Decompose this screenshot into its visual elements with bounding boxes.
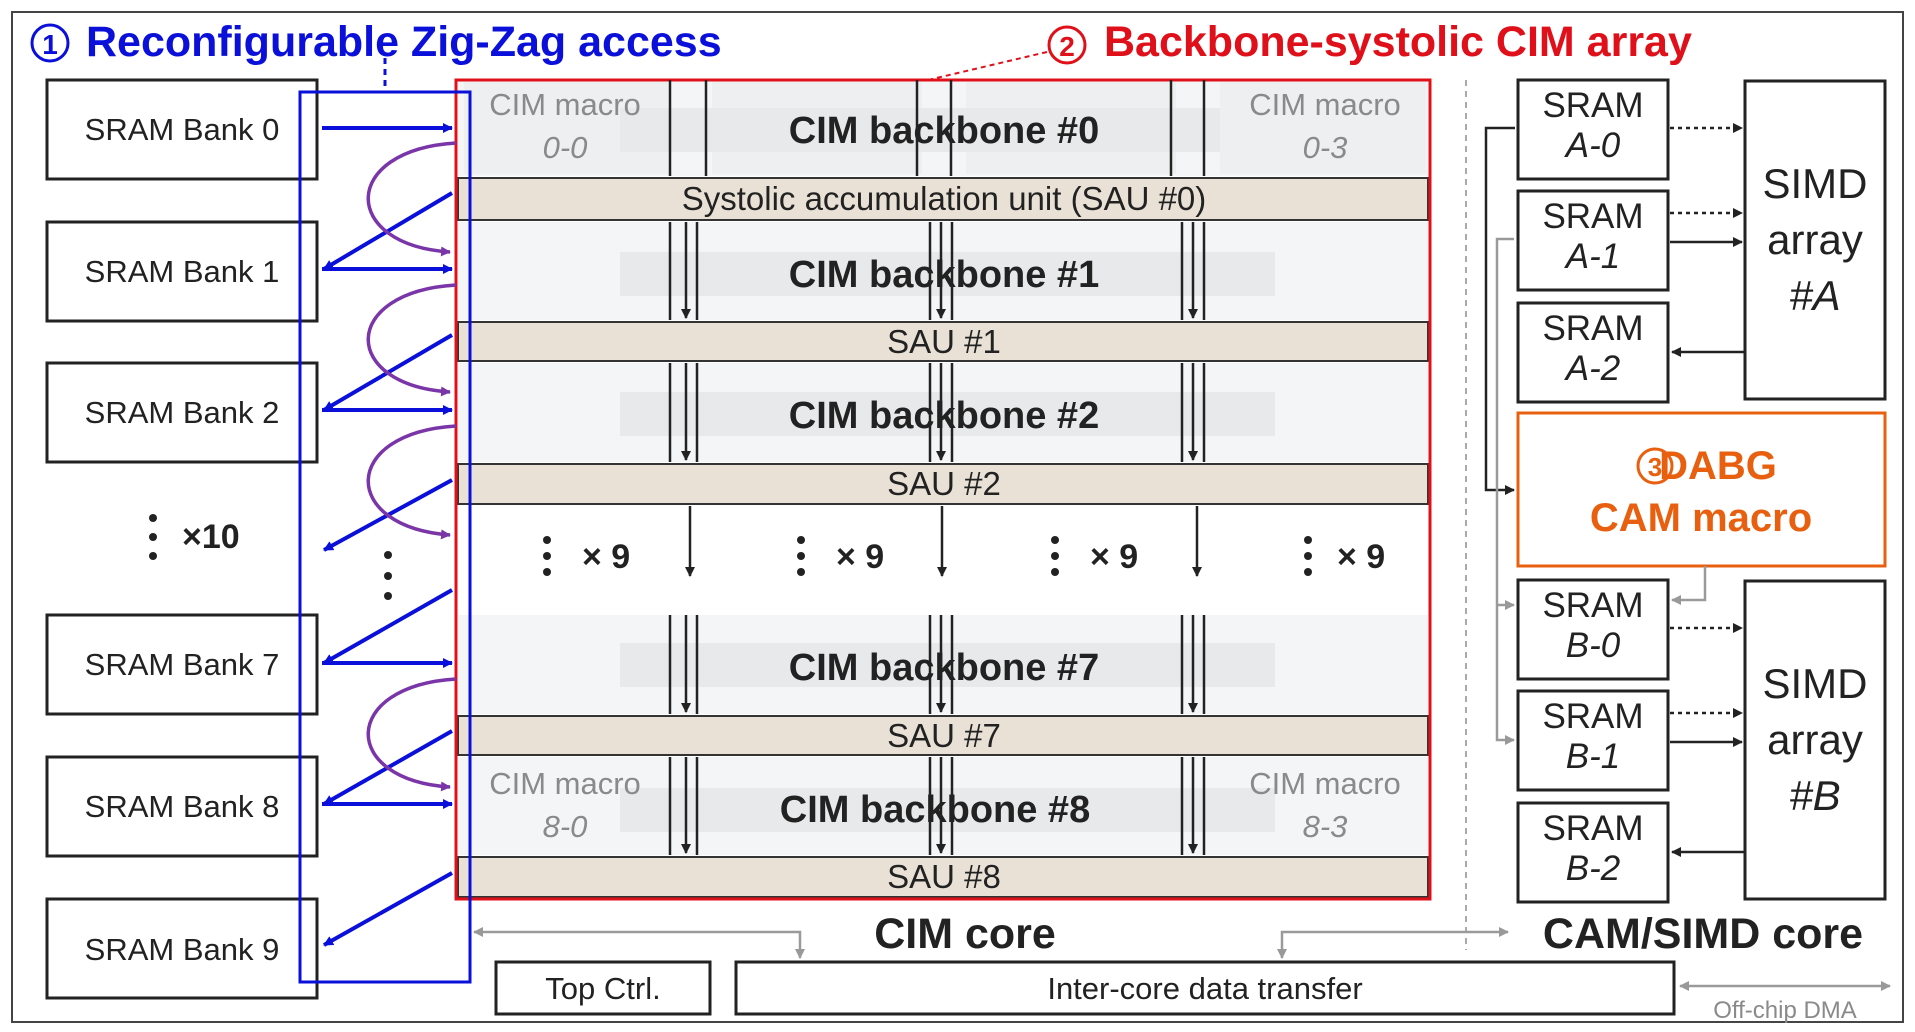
repeat-label-4: × 9 [1337, 538, 1385, 576]
systolic-number: 2 [1059, 31, 1075, 62]
sram-a-0-id: A-0 [1564, 126, 1621, 165]
sram-a-2-id: A-2 [1564, 349, 1620, 388]
zigzag-box [298, 90, 472, 984]
macro-id-8-0: 8-0 [543, 809, 588, 844]
simd-connections [1484, 123, 1745, 857]
sram-bank-0 [45, 78, 319, 181]
systolic-heading: 2 Backbone-systolic CIM array [1047, 18, 1692, 66]
macro-id-0-3: 0-3 [1303, 130, 1348, 165]
bottom-connections [473, 927, 1891, 991]
dabg-number: 3 [1648, 452, 1662, 482]
cam-simd-core-label: CAM/SIMD core [1543, 910, 1863, 958]
sram-bank-8 [45, 755, 319, 858]
macro-label-0-0: CIM macro [489, 87, 641, 122]
sram-b-1-id: B-1 [1566, 737, 1620, 776]
cim-backbone-labels: CIM backbone #0 CIM backbone #1 CIM back… [780, 110, 1099, 831]
macro-label-0-3: CIM macro [1249, 87, 1401, 122]
sram-b-0-title: SRAM [1542, 586, 1643, 625]
dabg-cam-box [1516, 411, 1887, 568]
outer-frame [11, 11, 1904, 1023]
sram-bank-0-label: SRAM Bank 0 [85, 112, 280, 147]
sram-b-2 [1516, 801, 1670, 904]
backbone-2-label: CIM backbone #2 [789, 395, 1099, 437]
zigzag-title: Reconfigurable Zig-Zag access [86, 18, 722, 66]
sram-a-1-title: SRAM [1542, 197, 1643, 236]
sram-b-1-title: SRAM [1542, 697, 1643, 736]
sram-a-2 [1516, 301, 1670, 404]
sau-7-label: SAU #7 [887, 717, 1001, 754]
backbone-1-label: CIM backbone #1 [789, 254, 1099, 296]
bank-repeat-label: ×10 [182, 518, 240, 556]
sram-bank-9-label: SRAM Bank 9 [85, 932, 280, 967]
sau-2-label: SAU #2 [887, 465, 1001, 502]
sram-a-0-title: SRAM [1542, 86, 1643, 125]
inter-core-label: Inter-core data transfer [1047, 971, 1362, 1006]
zigzag-number: 1 [42, 29, 58, 60]
macro-label-8-3: CIM macro [1249, 766, 1401, 801]
zigzag-heading: 1 Reconfigurable Zig-Zag access [30, 18, 722, 66]
simd-array-labels: SIMD array #A SIMD array #B [1763, 160, 1868, 819]
backbone-7-label: CIM backbone #7 [789, 647, 1099, 689]
sau-8-label: SAU #8 [887, 858, 1001, 895]
repeat-label-1: × 9 [582, 538, 630, 576]
inter-core-box [734, 960, 1676, 1016]
macro-label-8-0: CIM macro [489, 766, 641, 801]
top-ctrl-label: Top Ctrl. [545, 971, 660, 1006]
repeat-label-2: × 9 [836, 538, 884, 576]
sram-bank-9 [45, 897, 319, 1000]
sram-b-2-id: B-2 [1566, 849, 1620, 888]
dabg-line1: DABG [1659, 444, 1777, 488]
simd-b-word1: SIMD [1763, 660, 1868, 707]
sram-b-0 [1516, 578, 1670, 681]
sram-bank-1 [45, 220, 319, 323]
zigzag-arcs [366, 141, 457, 792]
sram-a-1 [1516, 189, 1670, 292]
backbone-8-label: CIM backbone #8 [780, 789, 1090, 831]
sram-labels: SRAM A-0 SRAM A-1 SRAM A-2 SRAM B-0 SRAM… [1542, 86, 1643, 888]
simd-a-id: #A [1789, 272, 1840, 319]
sram-a-group [1516, 78, 1887, 404]
sram-banks: SRAM Bank 0 SRAM Bank 1 SRAM Bank 2 SRAM… [45, 78, 392, 1000]
simd-array-a [1743, 79, 1887, 401]
macro-id-8-3: 8-3 [1303, 809, 1348, 844]
cim-array [454, 78, 1432, 901]
top-ctrl-box [494, 960, 712, 1016]
sram-bank-7 [45, 613, 319, 716]
sram-b-group [1516, 578, 1887, 904]
systolic-title: Backbone-systolic CIM array [1104, 18, 1692, 66]
repeat-markers: × 9 × 9 × 9 × 9 [543, 536, 1385, 576]
sau-0-label: Systolic accumulation unit (SAU #0) [682, 180, 1207, 217]
sau-1-label: SAU #1 [887, 323, 1001, 360]
simd-array-b [1743, 579, 1887, 901]
sram-bank-2 [45, 361, 319, 464]
sram-bank-2-label: SRAM Bank 2 [85, 395, 280, 430]
backbone-0-label: CIM backbone #0 [789, 110, 1099, 152]
simd-b-word2: array [1767, 716, 1863, 763]
sram-a-2-title: SRAM [1542, 309, 1643, 348]
dabg-outputs [1495, 237, 1707, 745]
cim-core-label: CIM core [874, 910, 1056, 958]
cim-macro-labels: CIM macro 0-0 CIM macro 0-3 CIM macro 8-… [489, 87, 1401, 844]
sram-b-2-title: SRAM [1542, 809, 1643, 848]
off-chip-dma-label: Off-chip DMA [1713, 997, 1857, 1024]
sram-a-0 [1516, 78, 1670, 181]
simd-b-id: #B [1789, 772, 1840, 819]
sau-labels: Systolic accumulation unit (SAU #0) SAU … [682, 180, 1207, 895]
sram-a-1-id: A-1 [1564, 237, 1620, 276]
sram-bank-1-label: SRAM Bank 1 [85, 254, 280, 289]
sram-b-0-id: B-0 [1566, 626, 1621, 665]
systolic-dataflow [668, 80, 1206, 855]
macro-id-0-0: 0-0 [543, 130, 588, 165]
dabg-line2: CAM macro [1590, 496, 1812, 540]
simd-a-word2: array [1767, 216, 1863, 263]
sram-bank-7-label: SRAM Bank 7 [85, 647, 280, 682]
sram-bank-8-label: SRAM Bank 8 [85, 789, 280, 824]
systolic-leader [927, 51, 1048, 81]
repeat-label-3: × 9 [1090, 538, 1138, 576]
simd-a-word1: SIMD [1763, 160, 1868, 207]
dabg-heading: 3 DABG CAM macro [1590, 444, 1812, 540]
sram-b-1 [1516, 689, 1670, 792]
